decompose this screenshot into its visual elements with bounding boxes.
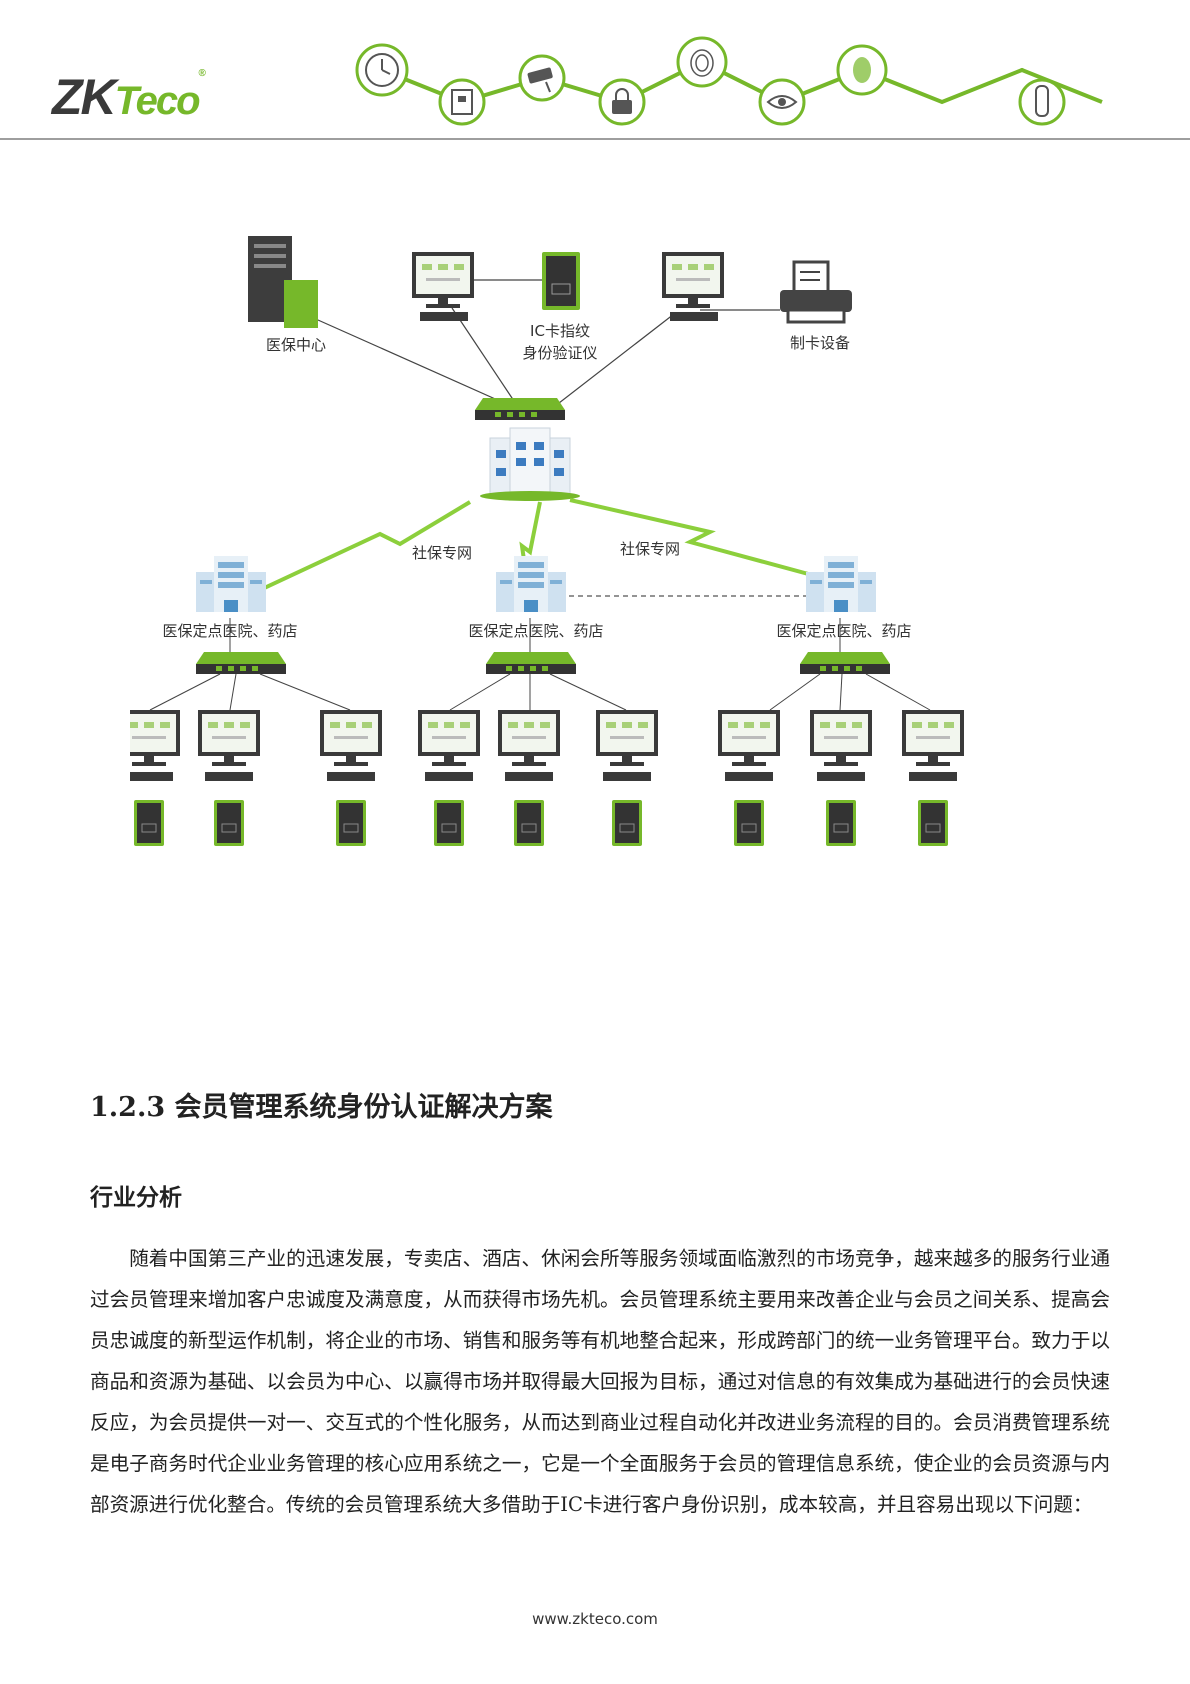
page-header: ZKTeco® <box>0 0 1190 142</box>
site-3-keyboard-1 <box>725 772 773 781</box>
site-1-terminal-3 <box>335 799 367 847</box>
site-3-switch <box>800 652 890 674</box>
card-station-monitor <box>662 252 724 308</box>
footer-url: www.zkteco.com <box>532 1610 658 1628</box>
security-gate-icon <box>1018 68 1066 126</box>
site-2-workstation-3 <box>596 710 658 766</box>
site-3-terminal-2 <box>825 799 857 847</box>
label-site-2: 医保定点医院、药店 <box>468 622 603 640</box>
clock-icon <box>355 43 409 97</box>
site-1-switch <box>196 652 286 674</box>
door-access-icon <box>438 78 486 126</box>
label-site-3: 医保定点医院、药店 <box>776 622 911 640</box>
label-verifier-line2: 身份验证仪 <box>522 344 597 362</box>
central-building <box>480 427 580 501</box>
hospital-building-1 <box>196 556 266 612</box>
ic-fingerprint-verifier <box>542 252 580 310</box>
card-station-keyboard <box>670 312 718 321</box>
padlock-icon <box>598 78 646 126</box>
logo-zk: ZK <box>52 69 117 125</box>
label-verifier-line1: IC卡指纹 <box>530 322 590 340</box>
top-workstation-keyboard <box>420 312 468 321</box>
site-2-keyboard-2 <box>505 772 553 781</box>
hospital-building-3 <box>806 556 876 612</box>
site-2-workstation-2 <box>498 710 560 766</box>
industry-analysis-paragraph: 随着中国第三产业的迅速发展，专卖店、酒店、休闲会所等服务领域面临激烈的市场竞争，… <box>90 1247 1110 1516</box>
site-2-terminal-3 <box>611 799 643 847</box>
site-1-keyboard-3 <box>327 772 375 781</box>
logo-registered-mark: ® <box>198 68 207 79</box>
label-insurance-center: 医保中心 <box>266 336 326 354</box>
site-2-links <box>449 618 627 711</box>
fingerprint-icon <box>676 36 728 88</box>
site-1-terminal-1 <box>133 799 165 847</box>
site-1-workstation-3 <box>320 710 382 766</box>
label-card-device: 制卡设备 <box>790 334 850 352</box>
card-printer-icon <box>780 260 852 324</box>
site-3-workstation-3 <box>902 710 964 766</box>
label-network-left: 社保专网 <box>412 544 472 562</box>
section-title: 1.2.3 会员管理系统身份认证解决方案 <box>90 1092 553 1123</box>
zkteco-logo: ZKTeco® <box>52 68 207 126</box>
header-rule <box>0 138 1190 140</box>
site-3-terminal-3 <box>917 799 949 847</box>
site-3-keyboard-3 <box>909 772 957 781</box>
site-1-links <box>149 618 351 711</box>
site-2-workstation-1 <box>418 710 480 766</box>
site-1-terminal-2 <box>213 799 245 847</box>
hospital-building-2 <box>496 556 566 612</box>
site-2-switch <box>486 652 576 674</box>
face-recognition-icon <box>836 44 888 96</box>
site-2-terminal-2 <box>513 799 545 847</box>
medical-insurance-center-server <box>248 236 318 328</box>
site-3-workstation-2 <box>810 710 872 766</box>
site-3-keyboard-2 <box>817 772 865 781</box>
subheading-industry-analysis: 行业分析 <box>90 1184 182 1211</box>
header-icon-chain <box>355 36 1103 126</box>
site-1-keyboard-1 <box>130 772 173 781</box>
eye-icon <box>758 78 806 126</box>
site-3-terminal-1 <box>733 799 765 847</box>
site-3-workstation-1 <box>718 710 780 766</box>
site-1-workstation-1 <box>130 710 180 766</box>
network-diagram: 医保中心 IC卡指纹 身份验证仪 制卡设备 <box>130 236 964 847</box>
top-workstation-monitor <box>412 252 474 308</box>
site-2-keyboard-1 <box>425 772 473 781</box>
site-2-terminal-1 <box>433 799 465 847</box>
label-network-right: 社保专网 <box>620 540 680 558</box>
top-links <box>299 279 780 411</box>
site-2-keyboard-3 <box>603 772 651 781</box>
core-switch <box>475 398 565 420</box>
site-3-links <box>769 618 931 711</box>
cctv-camera-icon <box>518 54 566 102</box>
site-1-keyboard-2 <box>205 772 253 781</box>
logo-teco: Teco <box>114 79 201 123</box>
site-1-workstation-2 <box>198 710 260 766</box>
